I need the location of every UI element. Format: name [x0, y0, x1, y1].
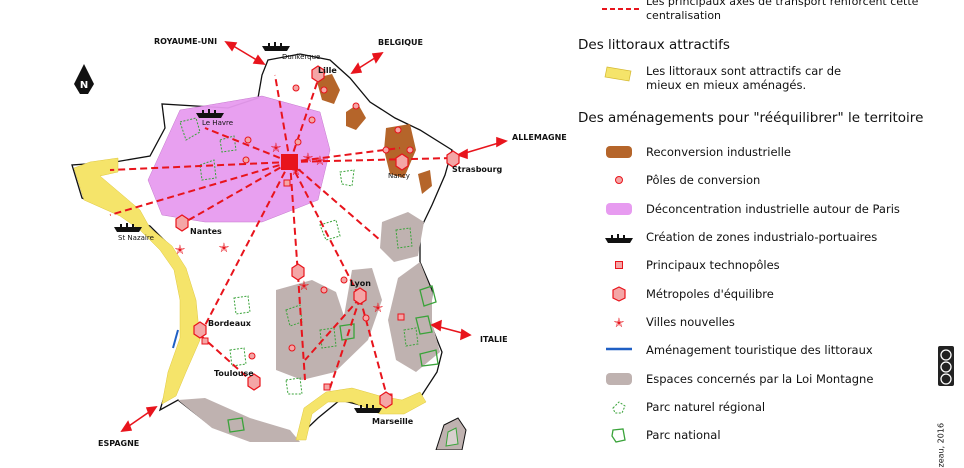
technopole-symbol	[615, 261, 623, 269]
port-ships	[114, 42, 382, 413]
svg-text:✭: ✭	[175, 243, 186, 258]
ship-icon	[605, 234, 633, 243]
label-le-havre: Le Havre	[202, 119, 233, 127]
montagne-pyrenees	[178, 398, 300, 442]
legend-item-poles: Pôles de conversion	[578, 171, 950, 191]
label-italy: ITALIE	[480, 335, 508, 344]
cc-license-icon	[938, 346, 954, 386]
north-arrow-icon	[74, 64, 94, 94]
legend-item-zip: Création de zones industrialo-portuaires	[578, 228, 950, 248]
littoral-symbol	[604, 66, 632, 82]
svg-text:✭: ✭	[219, 241, 230, 256]
legend-text-axes: Les principaux axes de transport renforc…	[646, 0, 919, 22]
france-map: ✭ ✭ ✭ ✭ ✭ ✭ ✭ ✭	[71, 37, 567, 450]
legend-text-touristique: Aménagement touristique des littoraux	[646, 343, 873, 357]
amenagement-touristique-line	[172, 329, 179, 349]
poles-conversion	[242, 68, 414, 360]
legend-item-villes-nouvelles: ✭ Villes nouvelles	[578, 313, 950, 333]
paris-marker	[281, 154, 298, 170]
legend-text-littoraux: Les littoraux sont attractifs car de mie…	[646, 64, 842, 92]
parc-national-symbol	[611, 428, 626, 443]
legend-text-montagne: Espaces concernés par la Loi Montagne	[646, 372, 874, 386]
legend-item-deconcentration: Déconcentration industrielle autour de P…	[578, 200, 950, 220]
legend-item-parc-regional: Parc naturel régional	[578, 398, 950, 418]
montagne-vosges	[380, 212, 424, 262]
parcs-nationaux	[227, 285, 439, 433]
svg-text:✭: ✭	[373, 301, 384, 316]
label-bordeaux: Bordeaux	[208, 319, 252, 328]
metropole-symbol	[612, 286, 626, 302]
label-lyon: Lyon	[350, 279, 371, 288]
legend-item-parc-national: Parc national	[578, 426, 950, 446]
axes-symbol	[602, 8, 642, 10]
metropoles-equilibre	[175, 65, 460, 409]
legend-text-villes-nouvelles: Villes nouvelles	[646, 315, 735, 329]
heading-littoraux: Des littoraux attractifs	[578, 37, 730, 53]
svg-text:✭: ✭	[303, 151, 314, 166]
pole-symbol	[615, 176, 623, 184]
label-st-nazaire: St Nazaire	[118, 234, 154, 242]
reconversion-nord-2	[346, 104, 366, 130]
label-toulouse: Toulouse	[214, 369, 254, 378]
legend-text-reconversion: Reconversion industrielle	[646, 145, 792, 159]
north-letter: N	[80, 80, 88, 91]
reconversion-est	[418, 170, 432, 194]
legend-text-parc-regional: Parc naturel régional	[646, 400, 766, 414]
star-icon: ✭	[614, 316, 625, 331]
villes-nouvelles: ✭ ✭ ✭ ✭ ✭ ✭ ✭ ✭	[175, 141, 384, 316]
label-marseille: Marseille	[372, 417, 414, 426]
legend-item-metropoles: Métropoles d'équilibre	[578, 285, 950, 305]
international-arrows	[120, 41, 508, 432]
legend-item-montagne: Espaces concernés par la Loi Montagne	[578, 370, 950, 390]
parc-regional-symbol	[612, 401, 626, 414]
label-dunkerque: Dunkerque	[282, 53, 320, 61]
legend-item-technopoles: Principaux technopôles	[578, 256, 950, 276]
heading-amenagements: Des aménagements pour "rééquilibrer" le …	[578, 110, 924, 126]
legend-text-poles: Pôles de conversion	[646, 173, 761, 187]
legend-text-zip: Création de zones industrialo-portuaires	[646, 230, 878, 244]
montagne-symbol	[606, 373, 632, 385]
label-strasbourg: Strasbourg	[452, 165, 503, 174]
littoral-mediterranee	[295, 387, 427, 441]
credit: zeau, 2016	[936, 340, 956, 468]
deconcentration-symbol	[606, 203, 632, 215]
reconversion-nord	[316, 74, 340, 104]
corsica-park	[445, 427, 459, 447]
label-belgium: BELGIQUE	[378, 38, 423, 47]
svg-text:✭: ✭	[614, 316, 625, 331]
svg-text:✭: ✭	[271, 141, 282, 156]
legend-item-reconversion: Reconversion industrielle	[578, 143, 950, 163]
legend-text-technopoles: Principaux technopôles	[646, 258, 780, 272]
reconversion-symbol	[606, 146, 632, 158]
svg-text:✭: ✭	[291, 164, 302, 179]
transport-axes	[109, 74, 453, 401]
legend-item-littoraux: Les littoraux sont attractifs car de mie…	[578, 64, 950, 92]
label-germany: ALLEMAGNE	[512, 133, 567, 142]
legend-item-touristique: Aménagement touristique des littoraux	[578, 341, 950, 361]
legend-text-metropoles: Métropoles d'équilibre	[646, 287, 774, 301]
label-lille: Lille	[318, 66, 337, 75]
legend: Les principaux axes de transport renforc…	[578, 0, 950, 450]
label-nantes: Nantes	[190, 227, 222, 236]
legend-item-axes: Les principaux axes de transport renforc…	[578, 0, 938, 32]
label-uk: ROYAUME-UNI	[154, 37, 217, 46]
legend-text-parc-national: Parc national	[646, 428, 721, 442]
credit-text: zeau, 2016	[936, 422, 946, 468]
svg-text:✭: ✭	[299, 279, 310, 294]
legend-text-deconcentration: Déconcentration industrielle autour de P…	[646, 202, 900, 216]
label-spain: ESPAGNE	[98, 439, 139, 448]
label-nancy: Nancy	[388, 172, 410, 180]
montagne-alps	[388, 262, 440, 372]
svg-text:✭: ✭	[315, 154, 326, 169]
touristique-symbol	[606, 347, 632, 351]
